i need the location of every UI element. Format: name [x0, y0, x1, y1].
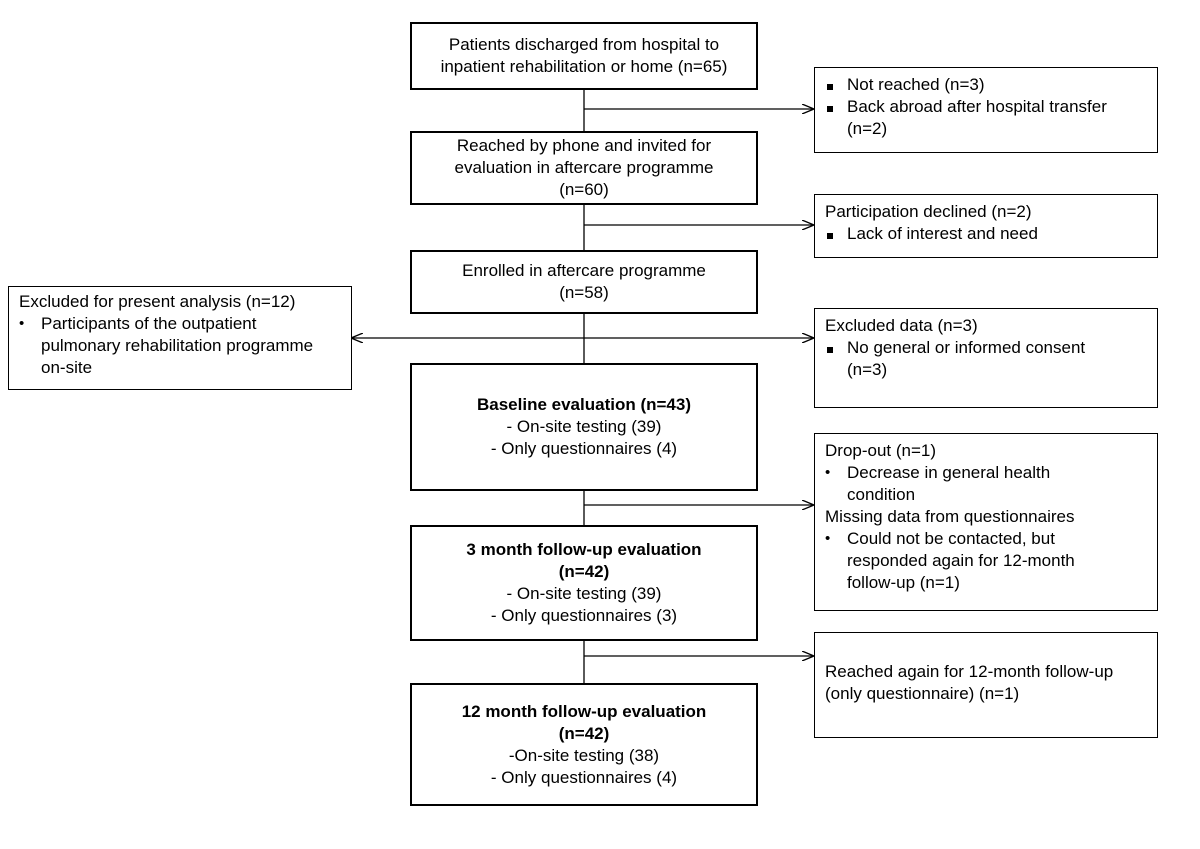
box-text: (n=58)	[559, 283, 609, 302]
box-enrolled: Enrolled in aftercare programme (n=58)	[410, 250, 758, 314]
square-bullet-icon	[827, 347, 833, 353]
item-text: (n=3)	[847, 360, 888, 379]
item-text: pulmonary rehabilitation programme	[41, 336, 314, 355]
box-text: Reached again for 12-month follow-up	[825, 662, 1114, 681]
list-item: Not reached (n=3)	[825, 74, 1147, 96]
square-bullet-icon	[827, 84, 833, 90]
box-text: - On-site testing (39)	[506, 417, 662, 436]
list-item: • Participants of the outpatient	[19, 313, 341, 335]
list-item-continuation: on-site	[19, 357, 341, 379]
box-excluded-data: Excluded data (n=3) No general or inform…	[814, 308, 1158, 408]
list-item: • Decrease in general health	[825, 462, 1147, 484]
box-heading: Excluded data (n=3)	[825, 316, 978, 335]
item-text: Back abroad after hospital transfer	[847, 97, 1107, 116]
list-item: No general or informed consent	[825, 337, 1147, 359]
box-baseline: Baseline evaluation (n=43) - On-site tes…	[410, 363, 758, 491]
box-text: - On-site testing (39)	[506, 584, 662, 603]
box-title: Baseline evaluation (n=43)	[477, 395, 691, 414]
box-text: - Only questionnaires (3)	[490, 606, 678, 625]
box-heading: Drop-out (n=1)	[825, 441, 937, 460]
box-title: 3 month follow-up evaluation	[466, 540, 702, 559]
item-text: condition	[847, 485, 916, 504]
box-text: evaluation in aftercare programme	[454, 158, 714, 177]
item-text: Participants of the outpatient	[41, 314, 257, 333]
box-heading: Missing data from questionnaires	[825, 507, 1075, 526]
box-text: inpatient rehabilitation or home (n=65)	[440, 57, 728, 76]
box-reached-by-phone: Reached by phone and invited for evaluat…	[410, 131, 758, 205]
box-participation-declined: Participation declined (n=2) Lack of int…	[814, 194, 1158, 258]
box-text: Reached by phone and invited for	[456, 136, 712, 155]
list-item-continuation: (n=3)	[825, 359, 1147, 381]
box-heading: Excluded for present analysis (n=12)	[19, 292, 296, 311]
list-item-continuation: condition	[825, 484, 1147, 506]
list-item: Back abroad after hospital transfer	[825, 96, 1147, 118]
item-text: Lack of interest and need	[847, 224, 1038, 243]
box-discharged: Patients discharged from hospital to inp…	[410, 22, 758, 90]
item-text: (n=2)	[847, 119, 888, 138]
box-text: - Only questionnaires (4)	[490, 767, 678, 787]
box-text: (only questionnaire) (n=1)	[825, 684, 1020, 703]
item-text: on-site	[41, 358, 93, 377]
box-title: (n=42)	[558, 723, 610, 743]
round-bullet-icon: •	[19, 315, 25, 332]
box-title: (n=42)	[558, 562, 610, 581]
square-bullet-icon	[827, 233, 833, 239]
item-text: Could not be contacted, but	[847, 529, 1055, 548]
list-item-continuation: responded again for 12-month	[825, 550, 1147, 572]
round-bullet-icon: •	[825, 464, 831, 481]
box-text: Enrolled in aftercare programme	[462, 261, 706, 280]
box-excluded-analysis: Excluded for present analysis (n=12) • Pa…	[8, 286, 352, 390]
box-drop-out: Drop-out (n=1) • Decrease in general heal…	[814, 433, 1158, 611]
list-item-continuation: follow-up (n=1)	[825, 572, 1147, 594]
list-item: Lack of interest and need	[825, 223, 1147, 245]
box-heading: Participation declined (n=2)	[825, 202, 1032, 221]
box-12-month: 12 month follow-up evaluation (n=42) -On…	[410, 683, 758, 806]
box-reached-again: Reached again for 12-month follow-up (on…	[814, 632, 1158, 738]
box-text: - Only questionnaires (4)	[490, 439, 678, 458]
list-item-continuation: (n=2)	[825, 118, 1147, 140]
round-bullet-icon: •	[825, 530, 831, 547]
box-title: 12 month follow-up evaluation	[461, 701, 707, 721]
box-text: Patients discharged from hospital to	[448, 35, 720, 54]
item-text: Not reached (n=3)	[847, 75, 985, 94]
item-text: Decrease in general health	[847, 463, 1051, 482]
item-text: No general or informed consent	[847, 338, 1086, 357]
list-item-continuation: pulmonary rehabilitation programme	[19, 335, 341, 357]
box-text: -On-site testing (38)	[508, 745, 660, 765]
box-text: (n=60)	[559, 180, 609, 199]
box-not-reached: Not reached (n=3) Back abroad after hosp…	[814, 67, 1158, 153]
square-bullet-icon	[827, 106, 833, 112]
list-item: • Could not be contacted, but	[825, 528, 1147, 550]
item-text: follow-up (n=1)	[847, 573, 960, 592]
item-text: responded again for 12-month	[847, 551, 1075, 570]
box-3-month: 3 month follow-up evaluation (n=42) - On…	[410, 525, 758, 641]
